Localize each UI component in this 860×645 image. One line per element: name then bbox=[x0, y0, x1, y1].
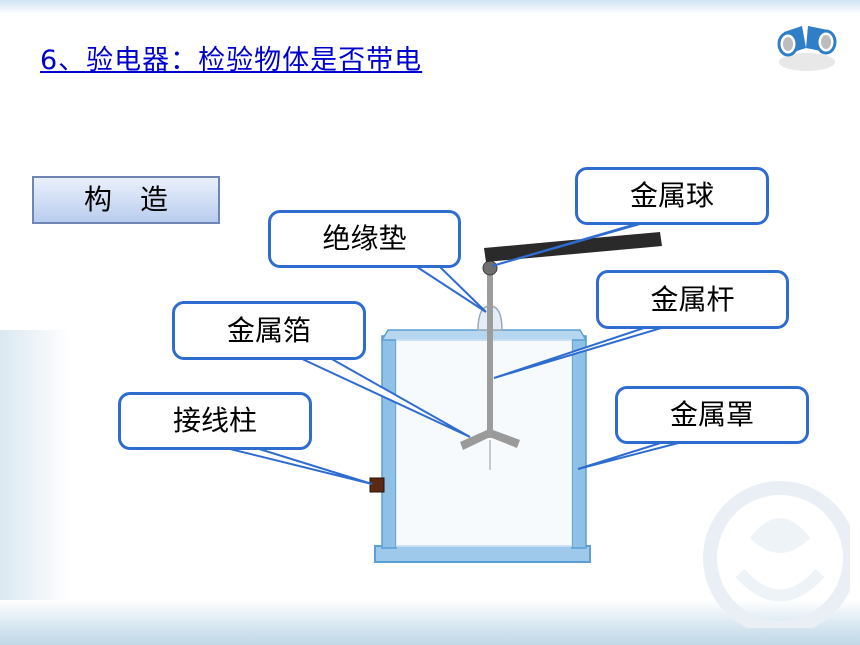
school-emblem-watermark bbox=[703, 481, 850, 628]
binoculars-icon bbox=[777, 26, 837, 71]
bottom-gradient bbox=[0, 600, 860, 645]
callout-metal-foil: 金属箔 bbox=[172, 301, 366, 360]
left-background-shade bbox=[0, 330, 70, 600]
callout-metal-ball: 金属球 bbox=[575, 167, 769, 225]
metal-foil-right bbox=[492, 430, 520, 448]
metal-ball bbox=[482, 260, 498, 276]
callout-terminal: 接线柱 bbox=[118, 392, 312, 450]
top-gradient bbox=[0, 0, 860, 14]
terminal-post bbox=[369, 477, 385, 493]
metal-cover-left-side bbox=[381, 335, 397, 549]
glass-pane bbox=[396, 340, 572, 546]
external-rod bbox=[484, 232, 662, 262]
section-label-structure: 构 造 bbox=[32, 176, 220, 224]
metal-rod bbox=[487, 268, 493, 438]
metal-cover-right-side bbox=[571, 335, 587, 549]
insulating-pad-leader bbox=[410, 264, 487, 313]
callout-metal-rod: 金属杆 bbox=[596, 270, 789, 329]
metal-foil-left bbox=[460, 430, 488, 450]
electroscope-base bbox=[374, 545, 591, 563]
slide-title: 6、验电器：检验物体是否带电 bbox=[40, 45, 423, 76]
callout-metal-cover: 金属罩 bbox=[615, 386, 809, 444]
callout-insulating-pad: 绝缘垫 bbox=[268, 210, 461, 268]
metal-cover-leader bbox=[577, 439, 691, 470]
metal-cover-top bbox=[380, 329, 588, 341]
terminal-leader bbox=[225, 447, 373, 485]
